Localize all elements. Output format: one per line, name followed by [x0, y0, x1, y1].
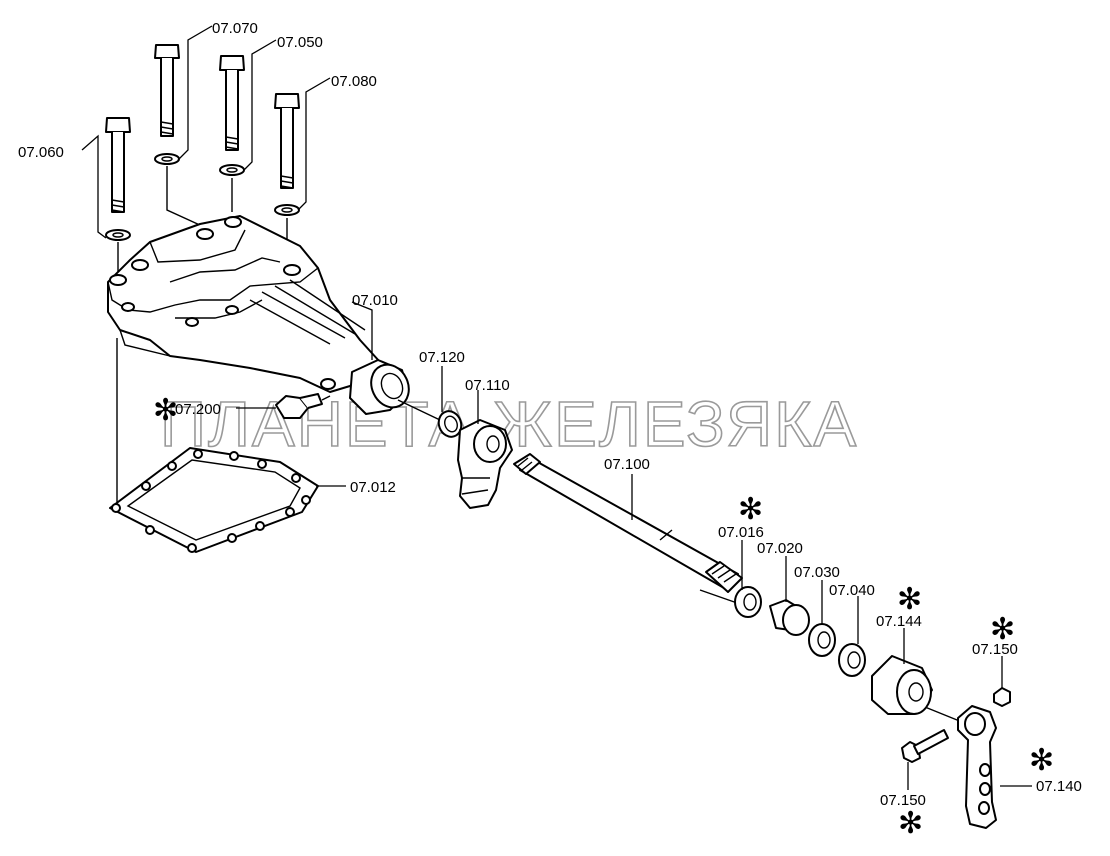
ring-07040 — [838, 643, 866, 677]
bushing-07144 — [871, 655, 933, 715]
label-07060: 07.060 — [18, 144, 64, 161]
circlip-07120 — [437, 410, 463, 438]
bolt-07060 — [105, 117, 131, 241]
sensor-07200 — [275, 393, 331, 419]
label-07120: 07.120 — [419, 349, 465, 366]
asterisk-07144: ✻ — [897, 582, 922, 617]
asterisk-07016: ✻ — [738, 492, 763, 527]
bolt-07070 — [154, 44, 180, 165]
label-07100: 07.100 — [604, 456, 650, 473]
leader-07050 — [243, 39, 277, 171]
leader-07010 — [351, 301, 373, 360]
label-07020: 07.020 — [757, 540, 803, 557]
bolt-07050 — [219, 55, 245, 176]
lever-07110 — [457, 419, 513, 509]
asterisk-07200: ✻ — [153, 393, 178, 428]
leader-07070 — [177, 25, 213, 161]
nut-07150-top — [993, 687, 1011, 707]
asterisk-07150-top: ✻ — [990, 612, 1015, 647]
label-07012: 07.012 — [350, 479, 396, 496]
leader-07080 — [297, 77, 331, 211]
label-07110: 07.110 — [465, 377, 510, 394]
label-07200: 07.200 — [175, 401, 221, 418]
label-07040: 07.040 — [829, 582, 875, 599]
leader-07060 — [81, 134, 107, 239]
label-07050: 07.050 — [277, 34, 323, 51]
shaft-axis-line — [699, 589, 741, 605]
label-07140: 07.140 — [1036, 778, 1082, 795]
label-07150-bottom: 07.150 — [880, 792, 926, 809]
bushing-07020 — [769, 599, 810, 636]
asterisk-07150-bottom: ✻ — [898, 806, 923, 841]
lever-arm-07140 — [957, 705, 997, 829]
label-07150-top: 07.150 — [972, 641, 1018, 658]
shaft-axis-line — [397, 399, 441, 421]
label-07144: 07.144 — [876, 613, 922, 630]
label-07080: 07.080 — [331, 73, 377, 90]
ring-07030 — [808, 623, 836, 657]
bolt-07150-bottom — [901, 729, 949, 763]
housing-07010 — [107, 215, 410, 415]
asterisk-07140: ✻ — [1029, 743, 1054, 778]
bolt-07080 — [274, 93, 300, 216]
label-07016: 07.016 — [718, 524, 764, 541]
label-07010: 07.010 — [352, 292, 398, 309]
label-07070: 07.070 — [212, 20, 258, 37]
seal-07016 — [734, 586, 762, 618]
shaft-07100 — [513, 453, 743, 593]
gasket-07012 — [109, 447, 319, 553]
bolt-axis-line — [166, 166, 203, 227]
label-07030: 07.030 — [794, 564, 840, 581]
